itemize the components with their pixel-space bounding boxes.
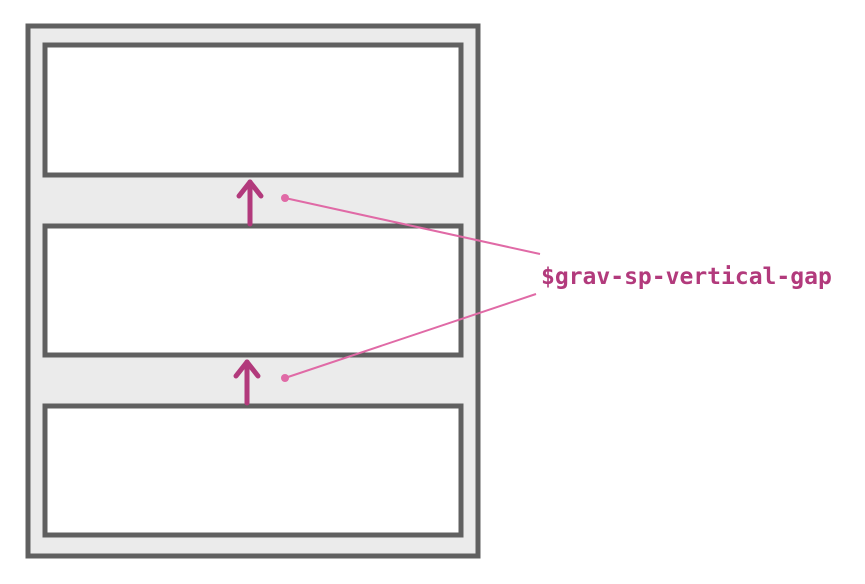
gap-variable-label: $grav-sp-vertical-gap [541,264,832,290]
leader-line-lower [281,293,537,382]
stack-item-1 [42,42,464,178]
gap-arrow-upper [236,179,264,227]
leader-line-upper [281,194,541,255]
leader-dot-lower [281,374,289,382]
gap-arrow-lower [233,359,261,406]
stack-item-3 [42,403,464,538]
stack-item-2 [42,223,464,358]
leader-dot-upper [281,194,289,202]
